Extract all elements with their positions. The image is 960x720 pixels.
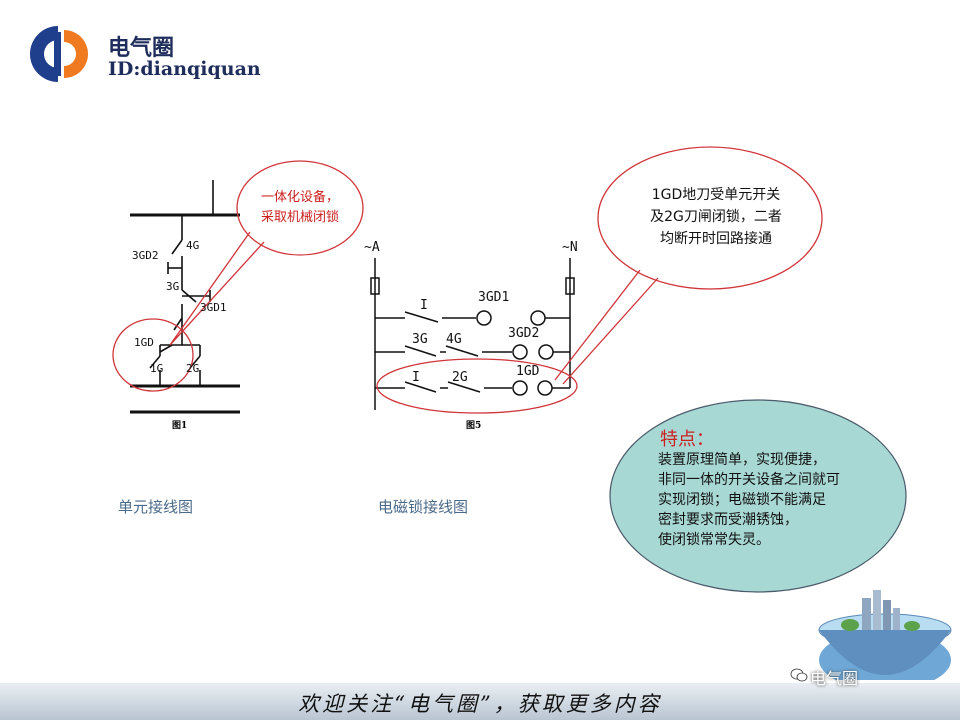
brand-id: ID:dianqiquan: [108, 58, 261, 80]
left-callout-shape: [112, 160, 364, 392]
left-unit-diagram: [130, 180, 240, 414]
left-callout-line2: 采取机械闭锁: [260, 210, 339, 225]
globe-city-icon: [818, 590, 952, 680]
features-line-2: 非同一体的开关设备之间就可: [658, 472, 840, 488]
label-1g: 1G: [150, 362, 164, 375]
right-callout-shape: [376, 146, 823, 414]
label-row3-i: I: [412, 370, 420, 385]
label-3gd2: 3GD2: [132, 249, 159, 262]
label-4g: 4G: [186, 239, 200, 252]
brand-name: 电气圈: [108, 36, 175, 61]
footer-bar: [0, 683, 960, 720]
left-callout-text: 一体化设备， 采取机械闭锁: [240, 188, 360, 228]
label-row1-i: I: [420, 298, 428, 313]
features-line-1: 装置原理简单，实现便捷，: [658, 452, 826, 468]
label-phase-n: ~N: [562, 240, 578, 255]
features-line-3: 实现闭锁；电磁锁不能满足: [658, 492, 826, 508]
features-ellipse: [609, 399, 907, 593]
right-lock-diagram: [370, 258, 575, 410]
label-phase-a: ~A: [364, 240, 380, 255]
footer-text: 欢迎关注“电气圈”，获取更多内容: [298, 692, 662, 716]
wechat-icon: [790, 666, 808, 684]
right-callout-line2: 及2G刀闸闭锁，二者: [650, 209, 782, 225]
brand-logo-icon: [30, 26, 88, 82]
features-line-4: 密封要求而受潮锈蚀，: [658, 512, 798, 528]
caption-unit-diagram: 单元接线图: [118, 498, 194, 516]
wechat-watermark: 电气圈: [810, 669, 859, 688]
label-3g: 3G: [166, 280, 180, 293]
label-3gd1-r: 3GD1: [478, 290, 510, 305]
left-callout-line1: 一体化设备，: [260, 190, 339, 205]
features-line-5: 使闭锁常常失灵。: [658, 532, 770, 548]
right-callout-line3: 均断开时回路接通: [660, 231, 772, 247]
label-2g: 2G: [186, 362, 200, 375]
right-callout-line1: 1GD地刀受单元开关: [651, 187, 781, 203]
figure-label-1: 图1: [172, 421, 188, 431]
label-3gd1: 3GD1: [200, 301, 227, 314]
label-3g-r: 3G: [412, 332, 428, 347]
label-1gd: 1GD: [134, 336, 154, 349]
features-title: 特点：: [660, 429, 714, 450]
features-text: 装置原理简单，实现便捷， 非同一体的开关设备之间就可 实现闭锁；电磁锁不能满足 …: [658, 450, 840, 550]
right-callout-text: 1GD地刀受单元开关 及2G刀闸闭锁，二者 均断开时回路接通: [626, 184, 806, 250]
caption-lock-diagram: 电磁锁接线图: [378, 498, 469, 516]
wiring-diagrams: [112, 146, 952, 680]
figure-label-5: 图5: [466, 421, 482, 431]
label-1gd-r: 1GD: [516, 364, 540, 379]
label-3gd2-r: 3GD2: [508, 326, 540, 341]
label-4g-r: 4G: [446, 332, 462, 347]
label-2g-r: 2G: [452, 370, 468, 385]
